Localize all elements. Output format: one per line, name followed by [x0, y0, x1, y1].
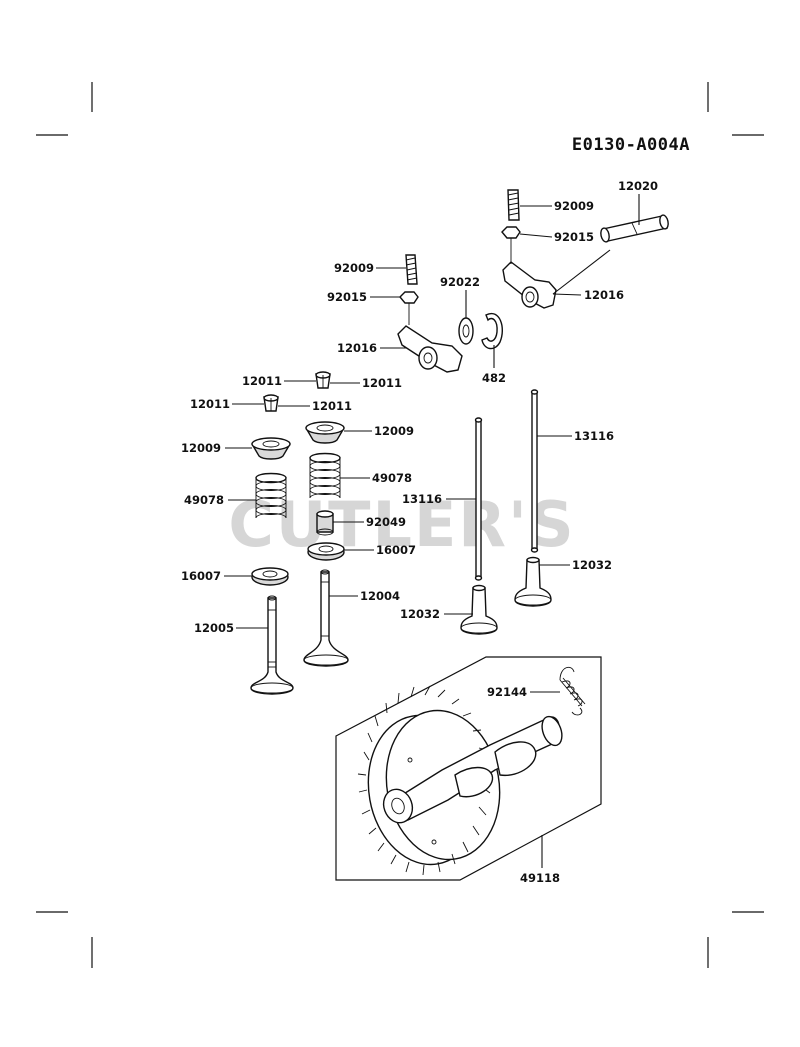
- adjusting-screw-left: [405, 254, 418, 285]
- camshaft-assembly: [335, 656, 602, 881]
- label-camshaft: 49118: [520, 871, 560, 885]
- label-rocker-shaft: 12020: [618, 179, 658, 193]
- valve-collet-upper: [315, 371, 331, 389]
- spring-seat-left: [251, 567, 289, 586]
- label-nut-left: 92015: [327, 290, 367, 304]
- label-rocker-arm-right: 12016: [584, 288, 624, 302]
- push-rod-left: [474, 417, 483, 581]
- label-valve-stem-seal: 92049: [366, 515, 406, 529]
- label-adjusting-screw-left: 92009: [334, 261, 374, 275]
- circlip: [481, 312, 504, 350]
- label-rocker-arm-left: 12016: [337, 341, 377, 355]
- label-valve-spring-right: 49078: [372, 471, 412, 485]
- crop-marks: [36, 82, 764, 968]
- rocker-arm-left: [397, 325, 463, 373]
- push-rod-right: [530, 389, 539, 553]
- label-spring-seat-left: 16007: [181, 569, 221, 583]
- label-push-rod-right: 13116: [574, 429, 614, 443]
- valve-stem-seal: [316, 510, 334, 536]
- label-valve-collet-1: 12011: [242, 374, 282, 388]
- part-labels: 12020 92009 92015 12016 92009 92015 9202…: [181, 179, 658, 885]
- governor-spring: [559, 666, 586, 716]
- label-valve-collet-3: 12011: [190, 397, 230, 411]
- label-washer: 92022: [440, 275, 480, 289]
- spring-seat-right: [307, 542, 345, 561]
- tappet-left: [460, 584, 498, 635]
- nut-right: [501, 226, 521, 252]
- label-tappet-right: 12032: [572, 558, 612, 572]
- label-spring-retainer-right: 12009: [374, 424, 414, 438]
- spring-retainer-right: [305, 421, 345, 444]
- washer: [458, 317, 474, 345]
- label-adjusting-screw-right: 92009: [554, 199, 594, 213]
- valve-spring-left: [255, 472, 287, 519]
- label-valve-exhaust: 12004: [360, 589, 400, 603]
- label-nut-right: 92015: [554, 230, 594, 244]
- adjusting-screw-right: [507, 189, 520, 221]
- rocker-shaft: [600, 214, 669, 243]
- diagram-code: E0130-A004A: [572, 135, 690, 155]
- tappet-right: [514, 556, 552, 607]
- rocker-arm-right: [502, 252, 557, 309]
- valve-spring-right: [309, 452, 341, 499]
- label-spring-seat-right: 16007: [376, 543, 416, 557]
- label-valve-spring-left: 49078: [184, 493, 224, 507]
- label-governor-spring: 92144: [487, 685, 527, 699]
- spring-retainer-left: [251, 437, 291, 460]
- nut-left: [399, 291, 419, 325]
- label-push-rod-left: 13116: [402, 492, 442, 506]
- leader-lines: [224, 194, 640, 868]
- valve-exhaust: [303, 569, 349, 667]
- label-valve-intake: 12005: [194, 621, 234, 635]
- valve-intake: [250, 595, 294, 695]
- label-valve-collet-4: 12011: [312, 399, 352, 413]
- valve-collet-lower: [263, 394, 279, 412]
- label-spring-retainer-left: 12009: [181, 441, 221, 455]
- label-valve-collet-2: 12011: [362, 376, 402, 390]
- label-tappet-left: 12032: [400, 607, 440, 621]
- label-circlip: 482: [482, 371, 506, 385]
